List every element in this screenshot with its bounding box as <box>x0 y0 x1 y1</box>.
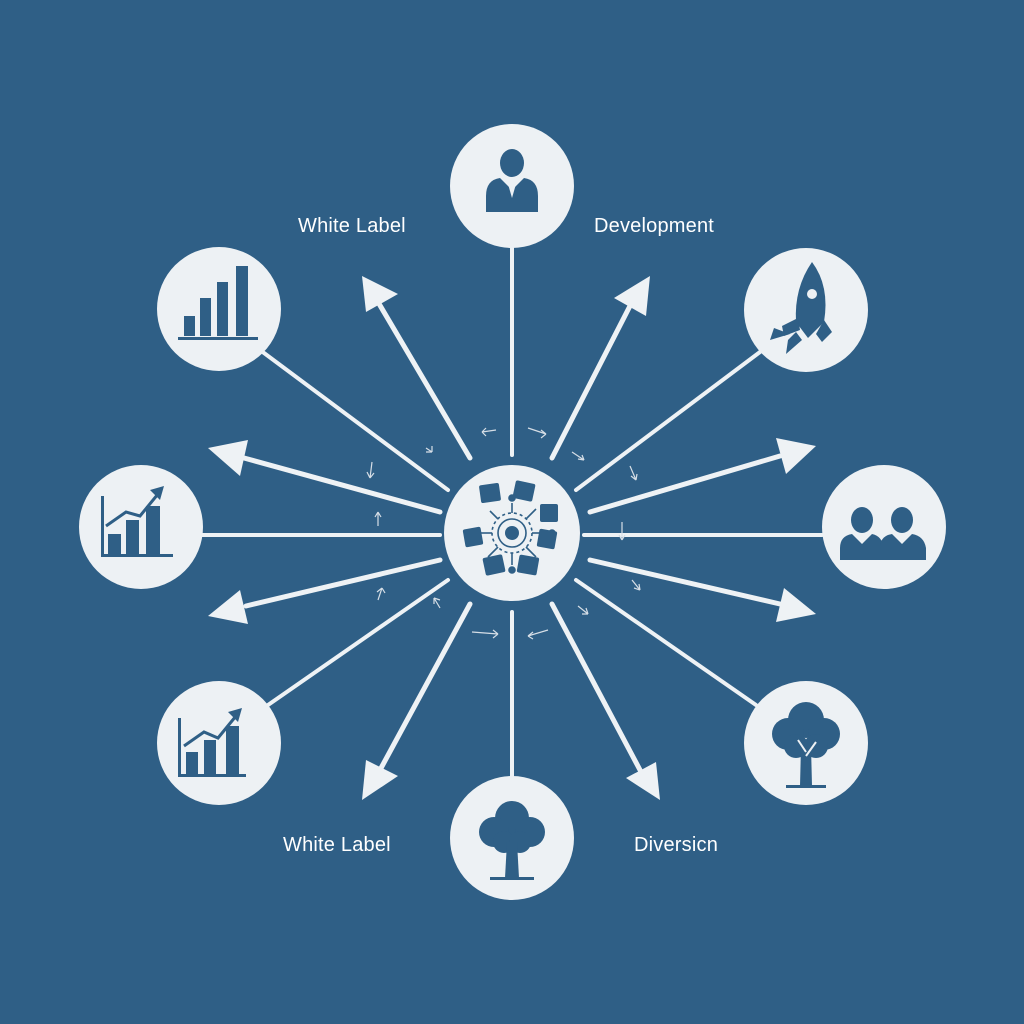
small-arrow <box>366 461 375 479</box>
connector-upper-left <box>258 348 450 492</box>
arrow-right-upper <box>587 453 783 515</box>
arrow-left-upper-head <box>208 440 248 476</box>
node-right <box>822 465 946 589</box>
central-hub <box>444 465 580 601</box>
arrow-right-lower-head <box>776 588 816 622</box>
arrow-down-right <box>549 601 643 773</box>
node-left <box>79 465 203 589</box>
arrow-down-left-head <box>362 760 398 800</box>
label-bottom-left: White Label <box>283 834 391 856</box>
node-lower-right <box>744 681 868 805</box>
arrow-up-right <box>549 299 635 461</box>
small-arrow <box>629 465 638 481</box>
node-bottom <box>450 776 574 900</box>
label-top-right: Development <box>594 215 715 237</box>
arrow-left-lower <box>243 557 443 609</box>
arrow-right-upper-head <box>776 438 816 474</box>
small-arrow <box>433 597 441 609</box>
small-arrow <box>571 451 585 461</box>
small-arrow <box>631 579 641 591</box>
arrow-up-left-head <box>362 276 398 312</box>
small-arrow <box>527 629 549 640</box>
small-arrow <box>618 522 626 541</box>
node-upper-left <box>157 247 281 371</box>
label-bottom-right: Diversicn <box>634 834 719 856</box>
connector-lower-left <box>266 578 450 707</box>
node-upper-right <box>744 248 868 372</box>
growth-chart-icon <box>178 708 246 777</box>
small-arrow <box>425 446 433 453</box>
person-icon <box>486 149 538 212</box>
label-top-left: White Label <box>298 215 406 237</box>
arrow-left-lower-head <box>208 590 248 624</box>
arrow-down-right-head <box>626 762 660 800</box>
small-arrow <box>481 427 497 437</box>
network-hub-icon <box>462 480 558 576</box>
small-arrow <box>376 587 386 601</box>
tree-icon <box>772 702 840 788</box>
connectors <box>198 246 824 780</box>
arrow-up-right-head <box>614 276 650 316</box>
small-arrow <box>527 427 547 439</box>
arrow-down-left <box>377 601 473 773</box>
small-arrow <box>471 629 499 639</box>
small-arrows <box>366 427 641 640</box>
rocket-icon <box>770 262 832 354</box>
growth-chart-icon <box>101 486 173 557</box>
small-arrow <box>577 605 589 615</box>
connector-lower-right <box>574 578 758 707</box>
tree-icon <box>479 801 545 880</box>
node-top <box>450 124 574 248</box>
node-lower-left <box>157 681 281 805</box>
team-icon <box>840 507 926 560</box>
small-arrow <box>374 511 382 526</box>
arrow-up-left <box>375 299 473 461</box>
connector-upper-right <box>574 350 762 492</box>
arrow-left-upper <box>241 455 443 515</box>
arrows <box>208 276 816 800</box>
arrow-right-lower <box>587 557 783 607</box>
bar-chart-icon <box>178 266 258 340</box>
